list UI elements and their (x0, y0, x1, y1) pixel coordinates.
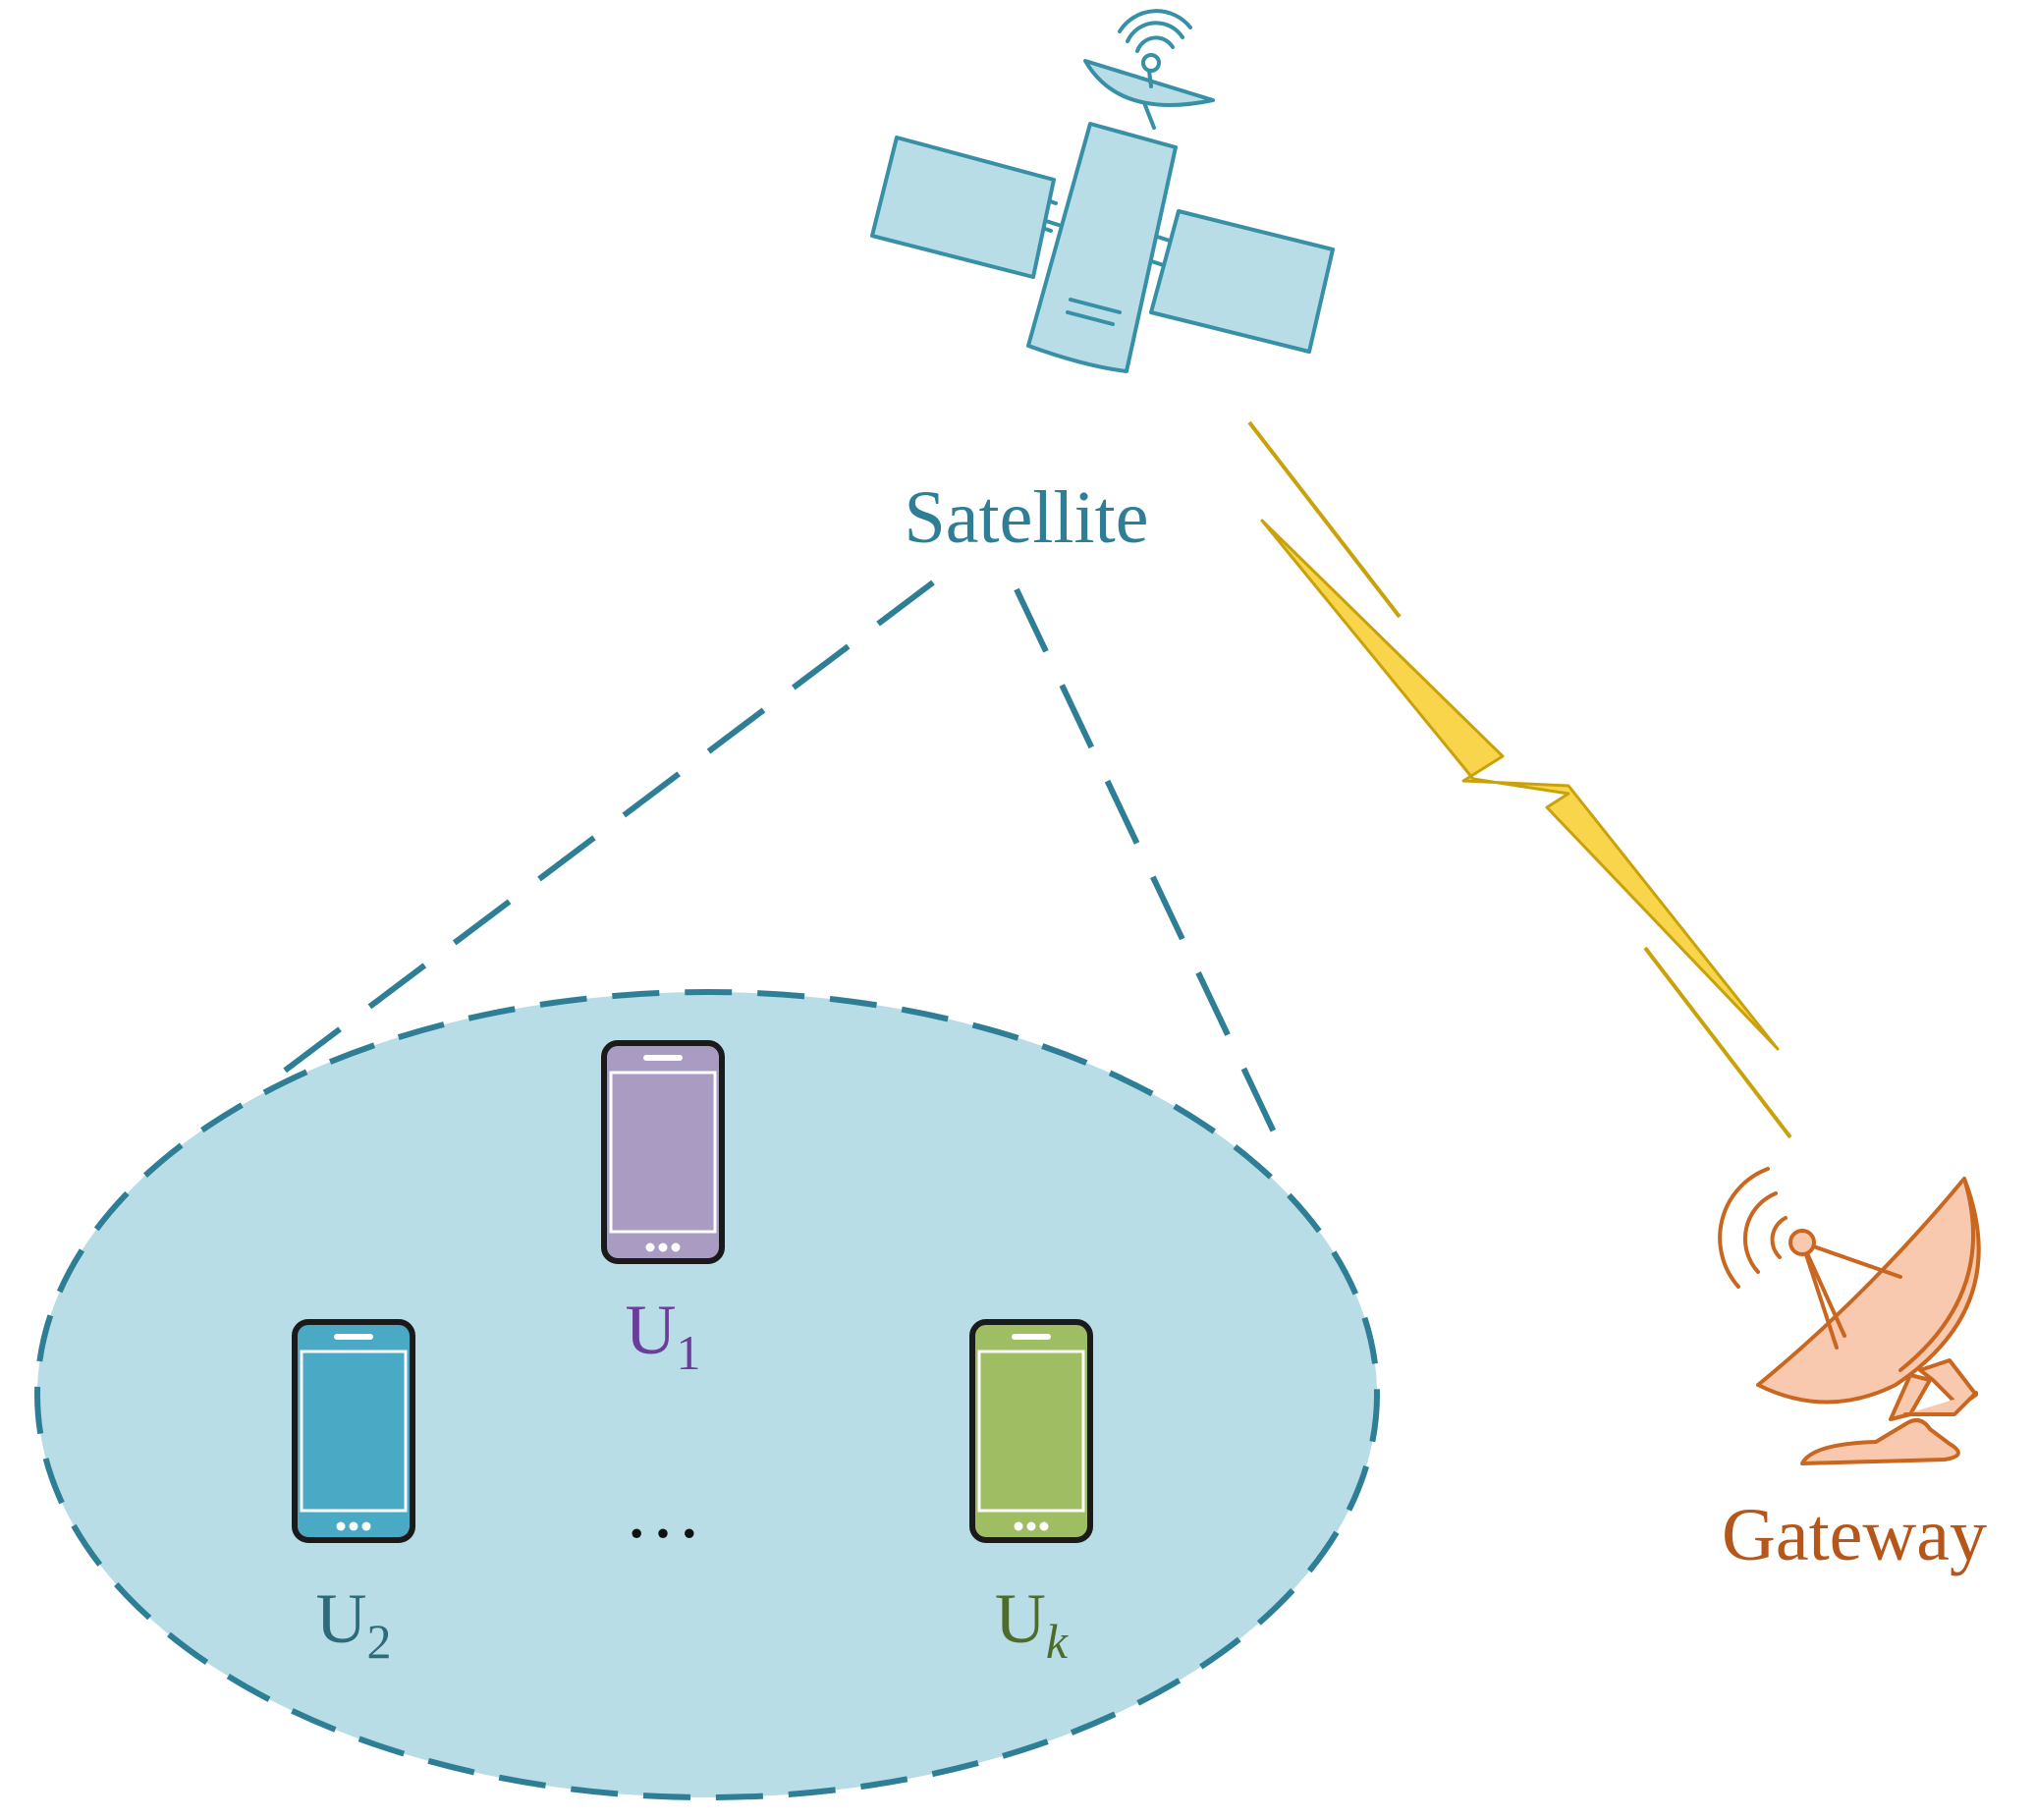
phone-u2-icon (292, 1319, 415, 1543)
beam-edge-left (283, 579, 935, 1074)
user-u2-label: U2 (316, 1579, 392, 1669)
ellipsis-label: … (624, 1468, 702, 1555)
phone-u1-icon (601, 1040, 725, 1264)
feeder-link (1247, 420, 1792, 1139)
user-u1-label: U1 (626, 1291, 701, 1380)
satellite-label: Satellite (904, 476, 1148, 559)
user-uk-label: Uk (995, 1579, 1069, 1669)
user-u1-subscript: 1 (677, 1325, 701, 1380)
phone-uk-icon (969, 1319, 1093, 1543)
gateway-dish-icon (1718, 1167, 1981, 1465)
satellite-icon (870, 9, 1335, 373)
user-uk-subscript: k (1046, 1614, 1069, 1669)
user-u2-subscript: 2 (367, 1614, 392, 1669)
gateway-label: Gateway (1722, 1494, 1987, 1576)
coverage-area (34, 989, 1380, 1800)
lightning-bolt-icon (1260, 519, 1780, 1051)
